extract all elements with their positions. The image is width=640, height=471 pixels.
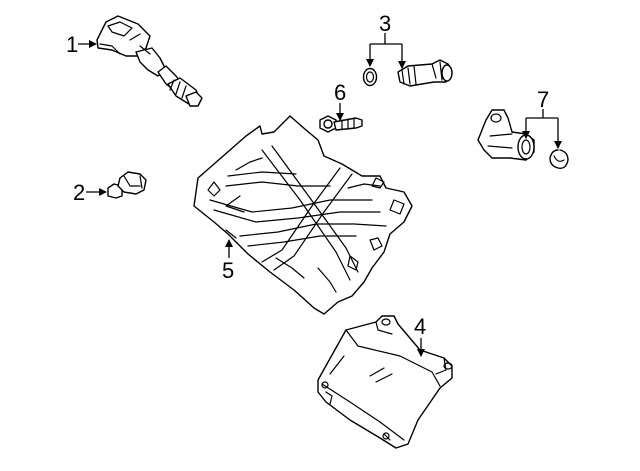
callout-3: 3 [379,11,391,36]
part-4-control-module[interactable] [317,315,453,449]
callout-5: 5 [222,258,234,283]
callout-4: 4 [414,314,426,339]
part-1-ignition-coil[interactable] [96,15,203,107]
part-3-o-ring[interactable] [362,67,378,87]
part-7-crank-sensor[interactable] [477,109,535,161]
callout-6: 6 [334,80,346,105]
part-3-position-sensor[interactable] [397,59,453,87]
part-7-o-ring[interactable] [549,149,569,170]
callout-7: 7 [537,87,549,112]
part-6-bolt[interactable] [319,115,363,133]
part-5-engine-cover[interactable] [193,115,413,315]
callout-2: 2 [73,180,85,205]
callout-1: 1 [66,32,78,57]
leader-lines [78,33,562,357]
part-2-sensor[interactable] [107,171,147,199]
